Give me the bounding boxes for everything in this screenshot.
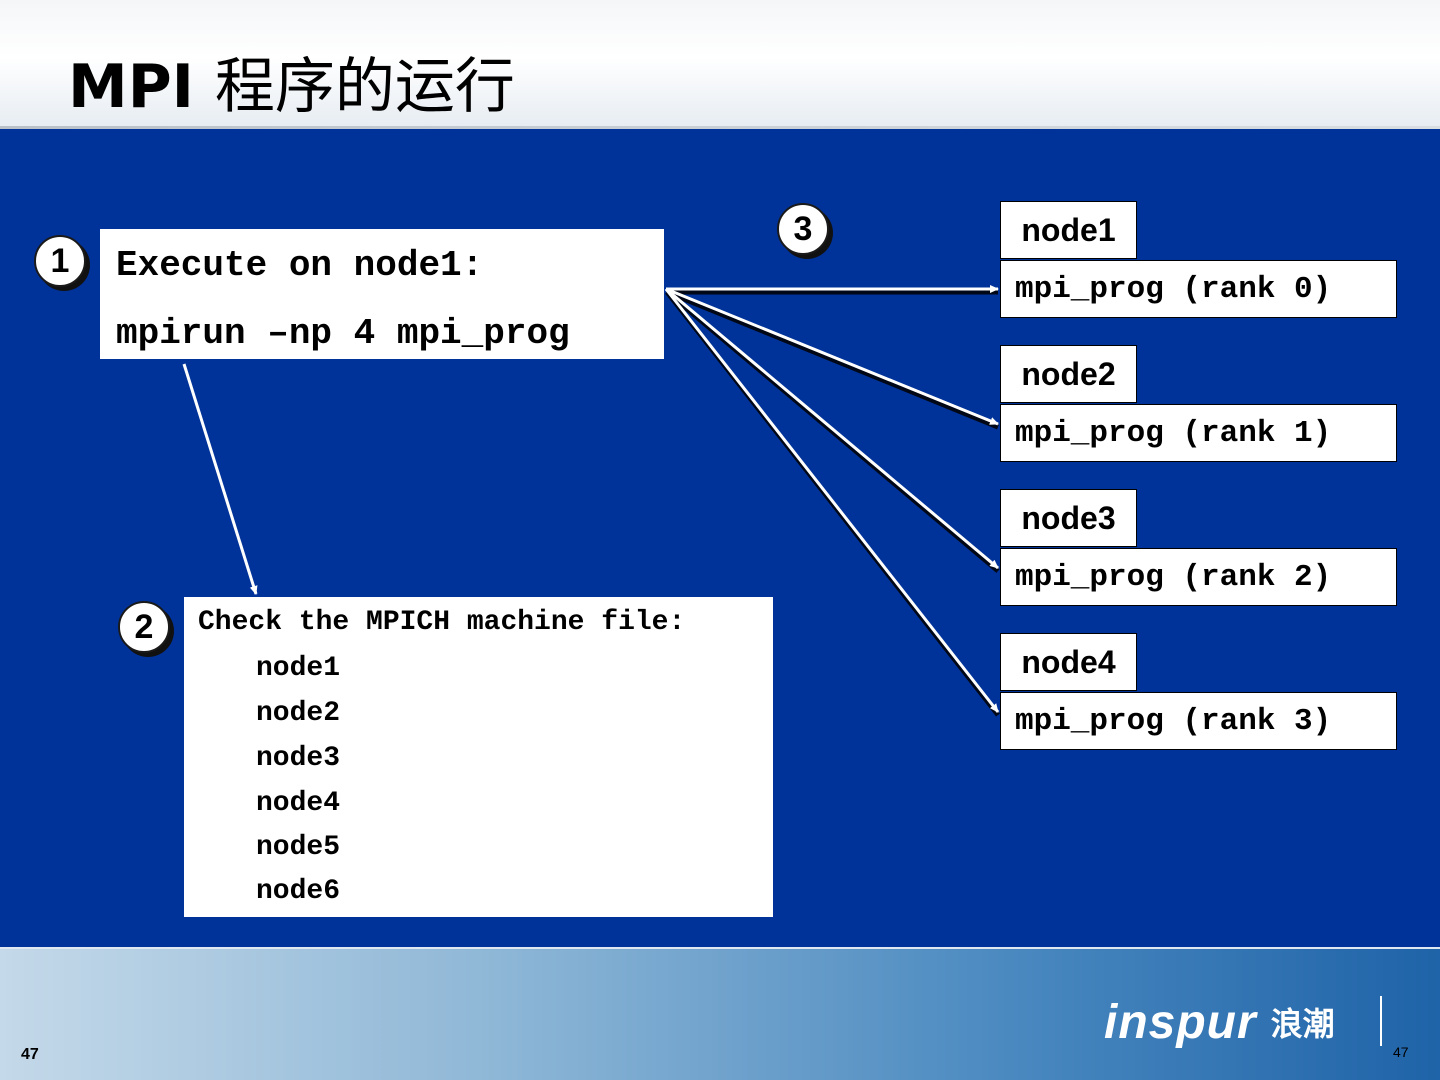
step1-badge: 1	[34, 235, 86, 287]
slide-title: MPI 程序的运行	[68, 38, 515, 125]
logo-wordmark: inspur	[1104, 995, 1257, 1049]
slide-header	[0, 0, 1440, 128]
machinefile-entry: node4	[256, 788, 341, 819]
node-label-node1: node1	[1000, 201, 1137, 259]
header-divider	[0, 126, 1440, 129]
machinefile-entry: node6	[256, 876, 341, 907]
page-number-left: 47	[21, 1046, 39, 1063]
step3-badge: 3	[777, 203, 829, 255]
step1-line2: mpirun –np 4 mpi_prog	[116, 313, 570, 354]
machinefile-entry: node1	[256, 653, 341, 684]
footer-divider	[0, 947, 1440, 949]
machinefile-heading: Check the MPICH machine file:	[198, 607, 686, 638]
step1-command-box: Execute on node1: mpirun –np 4 mpi_prog	[100, 229, 664, 359]
step2-machinefile-box: Check the MPICH machine file: node1 node…	[184, 597, 773, 917]
step1-line1: Execute on node1:	[116, 245, 484, 286]
title-chinese: 程序的运行	[214, 52, 515, 122]
machinefile-entry: node2	[256, 698, 341, 729]
node-label-node3: node3	[1000, 489, 1137, 547]
machinefile-entry: node3	[256, 743, 341, 774]
process-box-rank0: mpi_prog (rank 0)	[1000, 260, 1397, 318]
logo-chinese: 浪潮	[1270, 1005, 1335, 1043]
slide-footer	[0, 947, 1440, 1080]
logo-divider	[1380, 996, 1382, 1046]
process-box-rank1: mpi_prog (rank 1)	[1000, 404, 1397, 462]
page-number-right: 47	[1393, 1044, 1409, 1060]
step2-badge: 2	[118, 601, 170, 653]
process-box-rank2: mpi_prog (rank 2)	[1000, 548, 1397, 606]
title-latin: MPI	[68, 52, 195, 122]
inspur-logo: inspur 浪潮	[1104, 994, 1335, 1050]
machinefile-entry: node5	[256, 832, 341, 863]
node-label-node2: node2	[1000, 345, 1137, 403]
node-label-node4: node4	[1000, 633, 1137, 691]
process-box-rank3: mpi_prog (rank 3)	[1000, 692, 1397, 750]
